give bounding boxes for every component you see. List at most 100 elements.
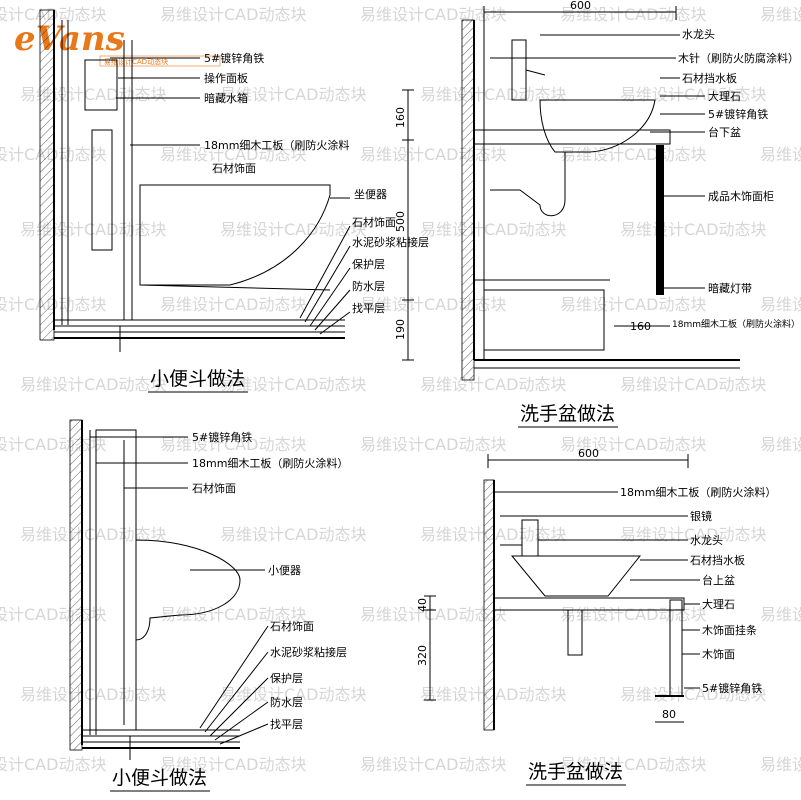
label-toilet: 坐便器 bbox=[354, 188, 387, 201]
dim-width: 600 bbox=[570, 0, 591, 12]
watermark-text: 易维设计CAD动态块 bbox=[760, 605, 801, 624]
dim-h1-b: 40 bbox=[416, 598, 429, 612]
label-control-panel: 操作面板 bbox=[204, 71, 248, 85]
watermark-text: 易维设计CAD动态块 bbox=[760, 435, 801, 454]
label-plywood-b: 18mm细木工板（刷防火涂料） bbox=[192, 456, 348, 470]
label-leveling: 找平层 bbox=[352, 301, 385, 315]
label-undermount: 台下盆 bbox=[708, 125, 741, 139]
watermark-text: 易维设计CAD动态块 bbox=[360, 755, 506, 774]
basin-wall bbox=[461, 19, 475, 381]
watermark-text: 易维设计CAD动态块 bbox=[620, 685, 766, 704]
dim-w2: 160 bbox=[630, 320, 651, 333]
label-plywood-bb: 18mm细木工板（刷防火涂料） bbox=[620, 485, 776, 499]
label-vessel: 台上盆 bbox=[702, 573, 735, 587]
label-stone-finish: 石材饰面 bbox=[212, 161, 256, 175]
label-protection: 保护层 bbox=[352, 257, 385, 271]
watermark-text: 易维设计CAD动态块 bbox=[620, 525, 766, 544]
label-angle-steel-b: 5#镀锌角铁 bbox=[192, 430, 252, 444]
watermark-text: 易维设计CAD动态块 bbox=[220, 220, 366, 239]
faucet-b bbox=[521, 519, 539, 557]
watermark-text: 易维设计CAD动态块 bbox=[220, 375, 366, 394]
watermark-text: 易维设计CAD动态块 bbox=[160, 435, 306, 454]
basin-wall-b bbox=[483, 479, 495, 731]
wall-hatch-2 bbox=[69, 419, 83, 751]
watermark-text: 易维设计CAD动态块 bbox=[560, 5, 706, 24]
panel-urinal-bottom: 5#镀锌角铁 18mm细木工板（刷防火涂料） 石材饰面 小便器 石材饰面 水泥砂… bbox=[69, 419, 348, 792]
watermark-text: 易维设计CAD动态块 bbox=[360, 435, 506, 454]
watermark-text: 易维设计CAD动态块 bbox=[20, 85, 166, 104]
watermark-text: 易维设计CAD动态块 bbox=[420, 220, 566, 239]
watermark-text: 易维设计CAD动态块 bbox=[560, 755, 706, 774]
label-marble: 大理石 bbox=[708, 89, 741, 103]
watermark-text: 易维设计CAD动态块 bbox=[360, 605, 506, 624]
label-faucet: 水龙头 bbox=[682, 28, 715, 41]
urinal-top-callouts: 5#镀锌角铁 操作面板 暗藏水箱 18mm细木工板（刷防火涂料 石材饰面 坐便器… bbox=[110, 51, 429, 335]
label-mortar: 水泥砂浆粘接层 bbox=[352, 235, 429, 249]
watermark-text: 易维设计CAD动态块 bbox=[20, 220, 166, 239]
dim-h2: 500 bbox=[394, 211, 407, 232]
watermark-text: 易维设计CAD动态块 bbox=[160, 755, 306, 774]
drain-trap bbox=[490, 152, 566, 217]
label-waterproof: 防水层 bbox=[352, 279, 385, 293]
basin-top-callouts: 水龙头 木针（刷防火防腐涂料） 石材挡水板 大理石 5#镀锌角铁 台下盆 成品木… bbox=[490, 28, 800, 330]
title-basin-bottom: 洗手盆做法 bbox=[528, 761, 623, 783]
title-urinal-bottom: 小便斗做法 bbox=[112, 767, 207, 789]
logo-text: eVans bbox=[14, 19, 125, 59]
watermark-text: 易维设计CAD动态块 bbox=[760, 5, 801, 24]
watermark-text: 易维设计CAD动态块 bbox=[160, 605, 306, 624]
drain-b bbox=[567, 609, 583, 656]
watermark-layer: 易维设计CAD动态块易维设计CAD动态块易维设计CAD动态块易维设计CAD动态块… bbox=[0, 5, 801, 774]
label-waterproof-b: 防水层 bbox=[270, 695, 303, 709]
title-basin-top: 洗手盆做法 bbox=[520, 403, 615, 425]
label-angle-steel-bb: 5#镀锌角铁 bbox=[702, 681, 762, 695]
watermark-text: 易维设计CAD动态块 bbox=[560, 295, 706, 314]
watermark-text: 易维设计CAD动态块 bbox=[620, 375, 766, 394]
label-stone-finish-b: 石材饰面 bbox=[192, 481, 236, 495]
watermark-text: 易维设计CAD动态块 bbox=[560, 145, 706, 164]
urinal-bottom-callouts: 5#镀锌角铁 18mm细木工板（刷防火涂料） 石材饰面 小便器 石材饰面 水泥砂… bbox=[90, 430, 348, 745]
label-mortar-b: 水泥砂浆粘接层 bbox=[270, 645, 347, 659]
label-marble-b: 大理石 bbox=[702, 597, 735, 611]
watermark-text: 易维设计CAD动态块 bbox=[220, 525, 366, 544]
logo-subtext: 易维设计CAD动态块 bbox=[104, 57, 168, 66]
label-leveling-b: 找平层 bbox=[270, 717, 303, 731]
watermark-text: 易维设计CAD动态块 bbox=[620, 85, 766, 104]
lower-cabinet bbox=[483, 289, 605, 351]
dim-h2-b: 320 bbox=[416, 645, 429, 666]
label-wood-strip-b: 木饰面挂条 bbox=[702, 623, 757, 637]
countertop bbox=[473, 129, 671, 145]
watermark-text: 易维设计CAD动态块 bbox=[420, 85, 566, 104]
label-angle-steel: 5#镀锌角铁 bbox=[708, 107, 768, 121]
label-urinal: 小便器 bbox=[268, 564, 301, 577]
watermark-text: 易维设计CAD动态块 bbox=[160, 295, 306, 314]
label-protection-b: 保护层 bbox=[270, 671, 303, 685]
watermark-text: 易维设计CAD动态块 bbox=[220, 85, 366, 104]
dim-h1: 160 bbox=[394, 107, 407, 128]
panel-basin-bottom: 600 40 320 80 18mm细木工板（刷防火涂料） 银镜 水龙头 石材挡… bbox=[416, 447, 776, 786]
basin-bottom-callouts: 18mm细木工板（刷防火涂料） 银镜 水龙头 石材挡水板 台上盆 大理石 木饰面… bbox=[494, 485, 776, 695]
watermark-text: 易维设计CAD动态块 bbox=[760, 755, 801, 774]
label-led-strip: 暗藏灯带 bbox=[708, 281, 752, 295]
watermark-text: 易维设计CAD动态块 bbox=[0, 755, 106, 774]
watermark-text: 易维设计CAD动态块 bbox=[20, 375, 166, 394]
label-stone-finish-b2: 石材饰面 bbox=[270, 619, 314, 633]
label-mirror: 银镜 bbox=[690, 509, 712, 523]
evans-logo: eVans 易维设计CAD动态块 bbox=[14, 19, 221, 67]
panel-urinal-top: 5#镀锌角铁 操作面板 暗藏水箱 18mm细木工板（刷防火涂料 石材饰面 坐便器… bbox=[39, 9, 429, 393]
frame bbox=[91, 129, 113, 251]
label-stone-splash: 石材挡水板 bbox=[682, 71, 737, 85]
watermark-text: 易维设计CAD动态块 bbox=[20, 685, 166, 704]
undermount-basin bbox=[539, 99, 656, 153]
label-faucet-b: 水龙头 bbox=[690, 534, 723, 547]
wall-hatch bbox=[39, 9, 55, 341]
watermark-text: 易维设计CAD动态块 bbox=[160, 5, 306, 24]
watermark-text: 易维设计CAD动态块 bbox=[620, 220, 766, 239]
panel-basin-top: 600 160 500 190 160 水龙头 木针（刷防火防腐涂料） 石材挡 bbox=[394, 0, 800, 428]
dim-h3: 190 bbox=[394, 319, 407, 340]
watermark-text: 易维设计CAD动态块 bbox=[560, 435, 706, 454]
label-plywood: 18mm细木工板（刷防火涂料 bbox=[204, 138, 349, 152]
vessel-basin bbox=[510, 555, 642, 597]
label-angle-steel: 5#镀锌角铁 bbox=[204, 51, 264, 65]
toilet-bowl bbox=[139, 184, 331, 286]
